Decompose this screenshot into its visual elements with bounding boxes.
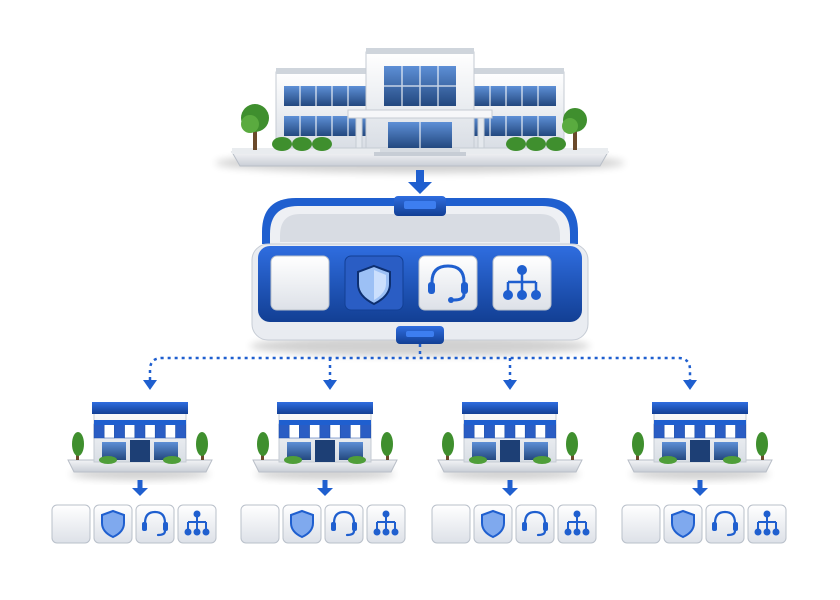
arrow-store-to-toolkit-3 (502, 480, 518, 496)
branch-module-headset-icon (705, 504, 745, 544)
shield-icon (101, 509, 125, 539)
shield-icon (357, 264, 391, 306)
toolkit-module-network (492, 255, 552, 311)
branch-module-network-hierarchy-icon (747, 504, 787, 544)
shield-icon (290, 509, 314, 539)
network-hierarchy-icon (184, 510, 210, 536)
distribution-connector (148, 344, 692, 380)
branch-module-headset-icon (324, 504, 364, 544)
shield-icon (671, 509, 695, 539)
branch-module-blank-module-icon (621, 504, 661, 544)
shield-icon (481, 509, 505, 539)
branch-module-blank-module-icon (431, 504, 471, 544)
headset-icon (142, 510, 168, 537)
arrow-store-to-toolkit-4 (692, 480, 708, 496)
headset-icon (712, 510, 738, 537)
arrow-store-to-toolkit-1 (132, 480, 148, 496)
headset-icon (522, 510, 548, 537)
branch-module-blank-module-icon (51, 504, 91, 544)
toolkit-module-blank (270, 255, 330, 311)
distribution-arrowheads (143, 380, 697, 390)
branch-store-1 (67, 402, 213, 480)
network-hierarchy-icon (373, 510, 399, 536)
branch-store-4 (627, 402, 773, 480)
branch-store-3 (437, 402, 583, 480)
branch-module-network-hierarchy-icon (366, 504, 406, 544)
toolkit-module-support (418, 255, 478, 311)
branch-module-shield-icon (93, 504, 133, 544)
branch-module-headset-icon (135, 504, 175, 544)
arrow-store-to-toolkit-2 (317, 480, 333, 496)
branch-module-headset-icon (515, 504, 555, 544)
branch-store-2 (252, 402, 398, 480)
arrow-hq-to-toolkit (408, 170, 432, 194)
branch-toolkit-4 (621, 504, 787, 544)
branch-module-network-hierarchy-icon (557, 504, 597, 544)
network-hierarchy-icon (503, 265, 541, 300)
branch-toolkit-2 (240, 504, 406, 544)
branch-toolkit-1 (51, 504, 217, 544)
headquarters-building (215, 48, 625, 173)
branch-module-network-hierarchy-icon (177, 504, 217, 544)
toolkit-module-security (344, 255, 404, 311)
branch-module-shield-icon (282, 504, 322, 544)
branch-module-shield-icon (663, 504, 703, 544)
network-hierarchy-icon (754, 510, 780, 536)
headset-icon (428, 264, 468, 303)
branch-module-shield-icon (473, 504, 513, 544)
network-hierarchy-icon (564, 510, 590, 536)
headset-icon (331, 510, 357, 537)
branch-module-blank-module-icon (240, 504, 280, 544)
branch-toolkit-3 (431, 504, 597, 544)
branch-row (51, 402, 787, 544)
